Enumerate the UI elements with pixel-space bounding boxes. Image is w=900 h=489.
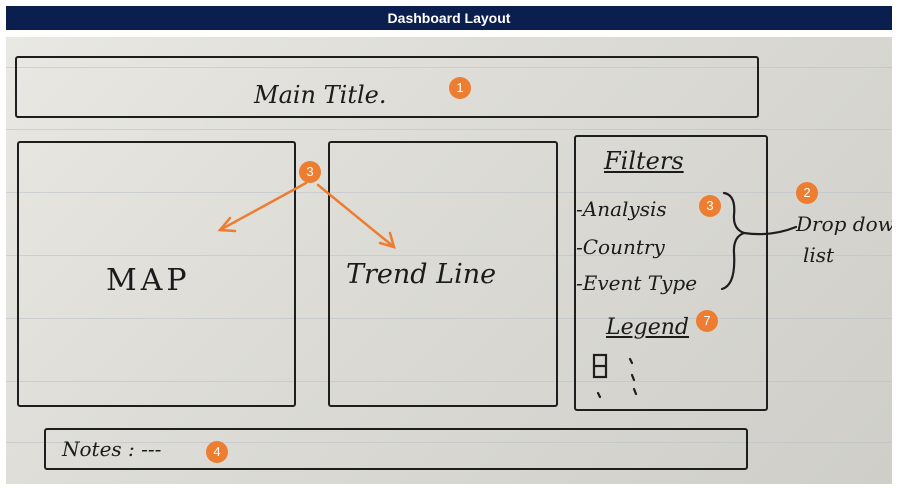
ruled-line bbox=[6, 192, 892, 193]
legend-dot-mark bbox=[630, 373, 636, 382]
badge-1: 1 bbox=[449, 77, 471, 99]
arrow-to-trend-line bbox=[316, 183, 396, 249]
notes-label: Notes : --- bbox=[62, 437, 162, 461]
legend-dot-mark bbox=[628, 357, 634, 365]
legend-heading: Legend bbox=[606, 315, 689, 340]
header-title: Dashboard Layout bbox=[6, 6, 892, 30]
dropdown-note-line1: Drop down bbox=[796, 212, 892, 236]
ruled-line bbox=[6, 381, 892, 382]
filters-heading: Filters bbox=[604, 147, 684, 175]
notebook-sketch-photo: Main Title. MAP Trend Line Filters -Anal… bbox=[6, 37, 892, 484]
notes-box bbox=[44, 428, 748, 470]
arrow-head-map bbox=[217, 216, 237, 233]
filters-panel bbox=[574, 135, 768, 411]
trend-line-box bbox=[328, 141, 558, 407]
dropdown-note-line2: list bbox=[803, 243, 835, 267]
legend-dot-mark bbox=[632, 387, 638, 396]
arrow-to-map bbox=[218, 181, 308, 232]
ruled-line bbox=[6, 129, 892, 130]
filter-item-event-type: -Event Type bbox=[576, 271, 698, 295]
trend-line-label: Trend Line bbox=[346, 259, 497, 290]
ruled-line bbox=[6, 255, 892, 256]
badge-3-filters: 3 bbox=[699, 195, 721, 217]
dropdown-brace bbox=[720, 191, 748, 291]
ruled-line bbox=[6, 442, 892, 443]
map-box bbox=[17, 141, 296, 407]
sketch-strokes bbox=[217, 181, 798, 399]
main-title-box bbox=[15, 56, 759, 118]
badge-3-top: 3 bbox=[299, 161, 321, 183]
filter-item-country: -Country bbox=[576, 235, 665, 259]
badge-2: 2 bbox=[796, 182, 818, 204]
ruled-line bbox=[6, 67, 892, 68]
legend-dot-mark bbox=[596, 391, 602, 399]
main-title-label: Main Title. bbox=[254, 81, 387, 109]
badge-7: 7 bbox=[696, 310, 718, 332]
filter-item-analysis: -Analysis bbox=[576, 197, 667, 221]
badge-4: 4 bbox=[206, 441, 228, 463]
brace-connector bbox=[742, 225, 798, 236]
ruled-line bbox=[6, 318, 892, 319]
map-label: MAP bbox=[106, 263, 191, 298]
arrow-head-trend-line bbox=[378, 231, 396, 249]
